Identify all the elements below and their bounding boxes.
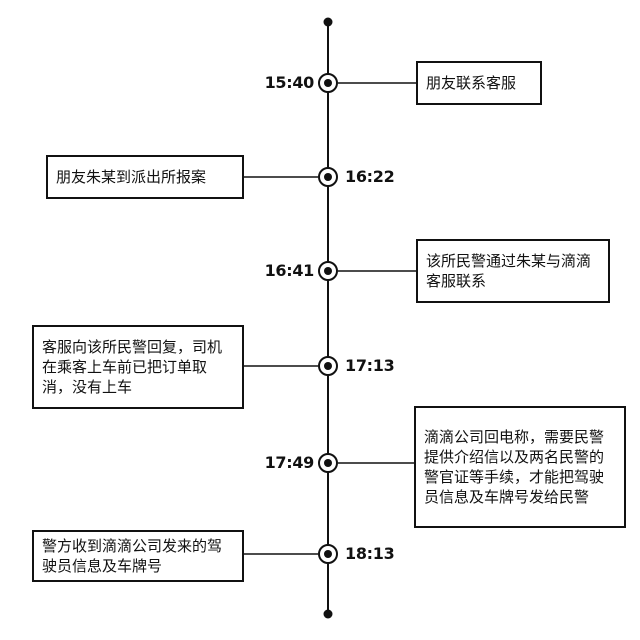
timeline-node-6-core	[324, 550, 332, 558]
event-box-4: 客服向该所民警回复，司机在乘客上车前已把订单取消，没有上车	[32, 325, 244, 409]
event-text-6: 警方收到滴滴公司发来的驾驶员信息及车牌号	[42, 537, 223, 575]
event-text-4: 客服向该所民警回复，司机在乘客上车前已把订单取消，没有上车	[42, 338, 223, 396]
time-label-4: 17:13	[345, 356, 395, 375]
timeline-node-2-core	[324, 173, 332, 181]
event-text-3: 该所民警通过朱某与滴滴客服联系	[426, 252, 592, 290]
event-text-1: 朋友联系客服	[426, 74, 517, 92]
time-label-3: 16:41	[264, 261, 315, 280]
timeline-start-dot	[323, 17, 333, 27]
event-box-6: 警方收到滴滴公司发来的驾驶员信息及车牌号	[32, 530, 244, 582]
timeline-node-3-core	[324, 267, 332, 275]
event-text-5: 滴滴公司回电称，需要民警提供介绍信以及两名民警的警官证等手续，才能把驾驶员信息及…	[424, 428, 605, 506]
event-box-3: 该所民警通过朱某与滴滴客服联系	[416, 239, 610, 303]
time-label-6: 18:13	[345, 544, 395, 563]
time-label-1: 15:40	[264, 73, 315, 92]
event-text-2: 朋友朱某到派出所报案	[56, 168, 207, 186]
timeline-node-5-core	[324, 459, 332, 467]
timeline-node-4-core	[324, 362, 332, 370]
event-box-1: 朋友联系客服	[416, 61, 542, 105]
time-label-5: 17:49	[264, 453, 315, 472]
event-box-2: 朋友朱某到派出所报案	[46, 155, 244, 199]
timeline-end-dot	[323, 609, 333, 619]
timeline-node-1-core	[324, 79, 332, 87]
time-label-2: 16:22	[345, 167, 395, 186]
event-box-5: 滴滴公司回电称，需要民警提供介绍信以及两名民警的警官证等手续，才能把驾驶员信息及…	[414, 406, 626, 528]
